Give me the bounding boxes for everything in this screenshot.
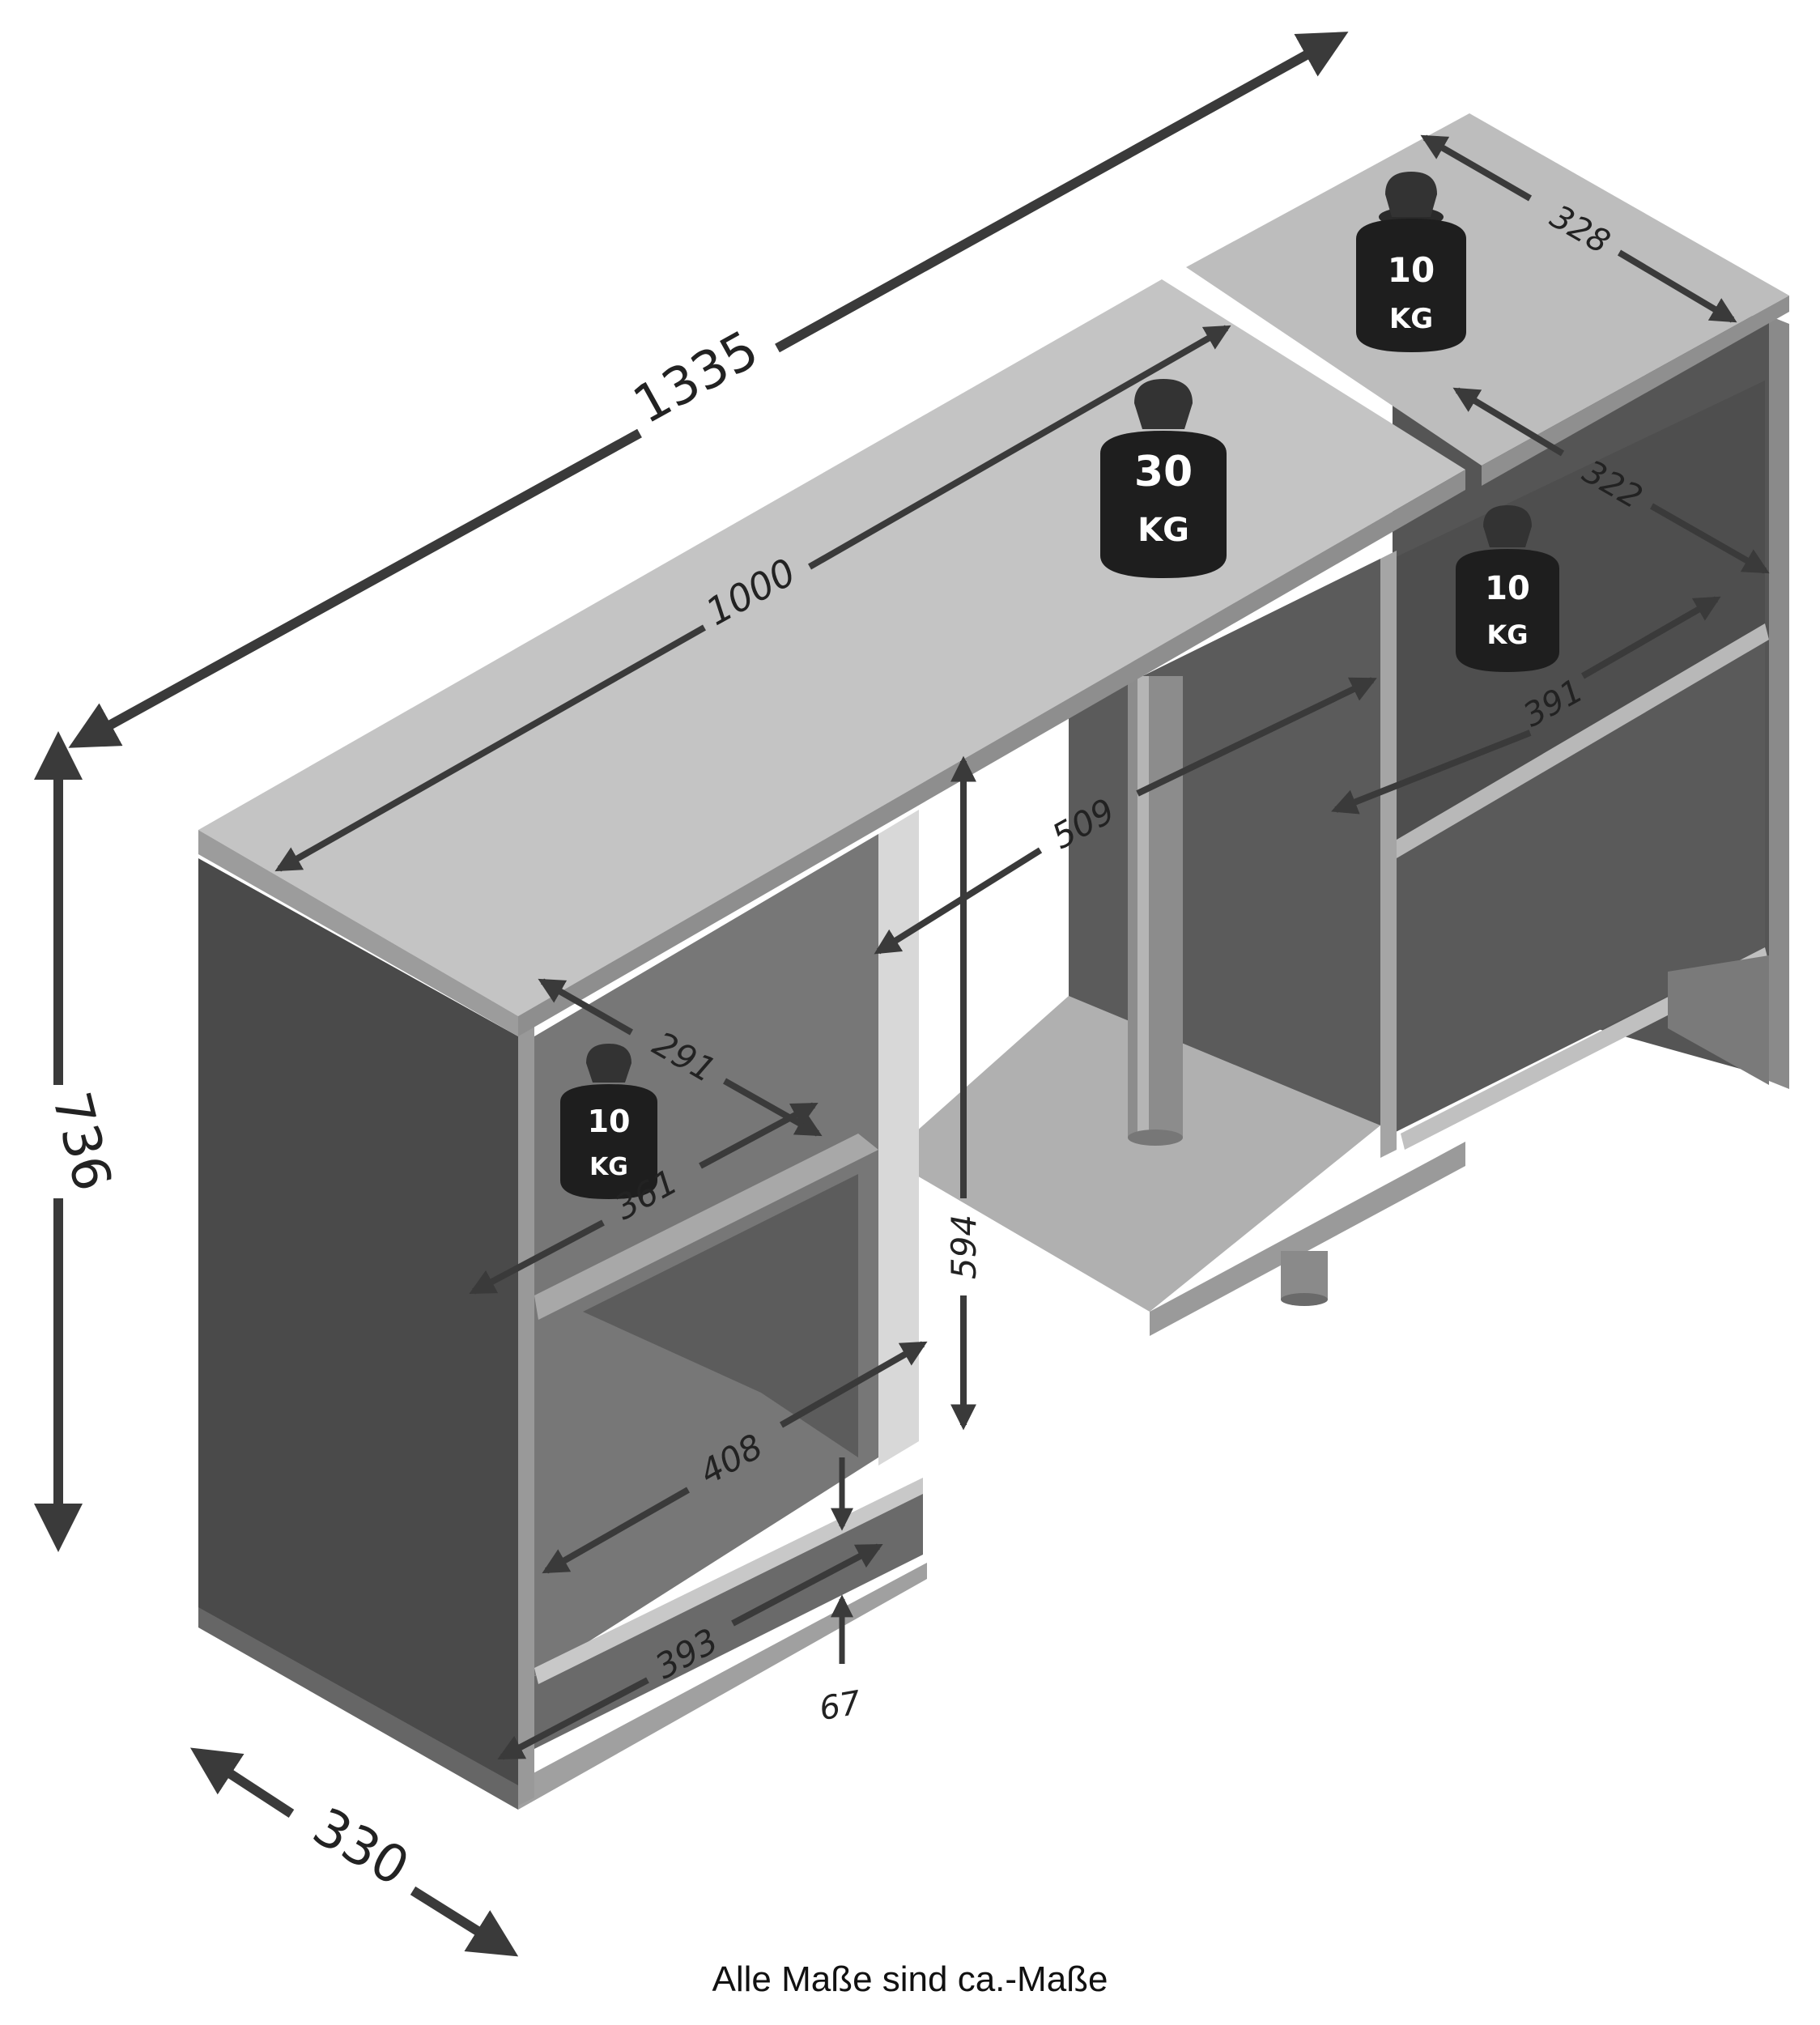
center-opening-light bbox=[923, 737, 1069, 1044]
dim-arrow-361-a bbox=[469, 1219, 605, 1295]
weight-unit: KG bbox=[1389, 303, 1433, 335]
dim-arrow-509-a bbox=[874, 847, 1043, 955]
weight-value: 30 bbox=[1134, 448, 1193, 496]
dim-arrow-depth-b bbox=[410, 1886, 519, 1957]
right-lower-compartment bbox=[1393, 632, 1765, 1134]
dim-arrow-top-shelf-a bbox=[274, 624, 706, 872]
dim-arrow-291-a bbox=[538, 978, 633, 1036]
left-middle-shelf bbox=[534, 1134, 878, 1320]
left-front-frame bbox=[518, 1024, 534, 1806]
weight-unit: KG bbox=[1138, 512, 1189, 549]
dim-arrow-328-b bbox=[1617, 249, 1737, 323]
dim-arrow-391-a bbox=[1331, 730, 1532, 815]
dim-arrow-total-width-b bbox=[775, 32, 1349, 353]
weight-unit: KG bbox=[1486, 619, 1528, 650]
center-foot bbox=[1281, 1251, 1328, 1300]
center-pole-highlight bbox=[1138, 676, 1149, 1138]
dim-arrow-393-b bbox=[731, 1543, 883, 1627]
center-floor bbox=[887, 996, 1380, 1312]
right-lower-panel bbox=[1668, 955, 1769, 1085]
dim-arrow-322-a bbox=[1452, 387, 1565, 457]
dim-arrow-total-width-a bbox=[68, 428, 642, 748]
right-middle-shelf bbox=[1393, 623, 1769, 858]
center-pole-base bbox=[1128, 1129, 1183, 1146]
center-foot-base bbox=[1281, 1293, 1328, 1306]
weight-value: 10 bbox=[588, 1104, 631, 1139]
right-upper-compartment bbox=[1393, 381, 1765, 850]
left-side-panel-bottom bbox=[198, 1607, 518, 1810]
dim-arrow-393-a bbox=[497, 1677, 649, 1760]
dim-arrow-391-b bbox=[1581, 596, 1721, 679]
dim-arrow-408-a bbox=[542, 1487, 690, 1574]
dim-depth: 330 bbox=[303, 1797, 419, 1898]
dim-arrow-361-b bbox=[699, 1102, 819, 1169]
caption: Alle Maße sind ca.-Maße bbox=[712, 1959, 1108, 1999]
dim-total-width: 1335 bbox=[624, 320, 768, 436]
weight-value: 10 bbox=[1388, 250, 1435, 290]
center-divider bbox=[1380, 551, 1397, 1158]
dim-middle-height: 594 bbox=[944, 1215, 984, 1279]
dim-arrow-408-b bbox=[780, 1341, 928, 1428]
dim-height: 736 bbox=[40, 1087, 122, 1197]
center-floor-edge bbox=[1150, 1142, 1465, 1336]
center-pole bbox=[1128, 676, 1183, 1138]
right-side-panel bbox=[1769, 316, 1789, 1089]
weight-left-shelf: 10 KG bbox=[560, 1044, 657, 1199]
top-board-right-edge bbox=[1482, 296, 1789, 486]
weight-right-shelf: 10 KG bbox=[1456, 505, 1559, 672]
left-compartment-shade bbox=[583, 1174, 858, 1457]
weight-top-middle: 30 KG bbox=[1100, 379, 1227, 578]
left-door-edge bbox=[878, 810, 919, 1466]
top-board-main-front bbox=[518, 470, 1465, 1036]
top-board-main-left bbox=[198, 830, 518, 1036]
dim-arrow-depth-a bbox=[189, 1747, 295, 1819]
dim-plinth-height: 67 bbox=[817, 1684, 865, 1728]
dim-arrow-328-a bbox=[1420, 134, 1532, 202]
left-bottom-board bbox=[518, 1563, 927, 1810]
dim-arrow-top-shelf-b bbox=[808, 325, 1231, 570]
sideboard-body bbox=[198, 113, 1789, 1810]
left-side-panel bbox=[198, 858, 518, 1797]
dim-arrow-509-b bbox=[1136, 677, 1377, 797]
left-plinth-top bbox=[534, 1478, 923, 1684]
weight-top-right: 10 KG bbox=[1356, 172, 1466, 352]
top-board-right bbox=[1186, 113, 1789, 466]
weight-value: 10 bbox=[1485, 570, 1530, 607]
left-plinth bbox=[534, 1482, 923, 1749]
dim-arrow-322-b bbox=[1650, 503, 1770, 574]
weight-unit: KG bbox=[589, 1153, 628, 1181]
